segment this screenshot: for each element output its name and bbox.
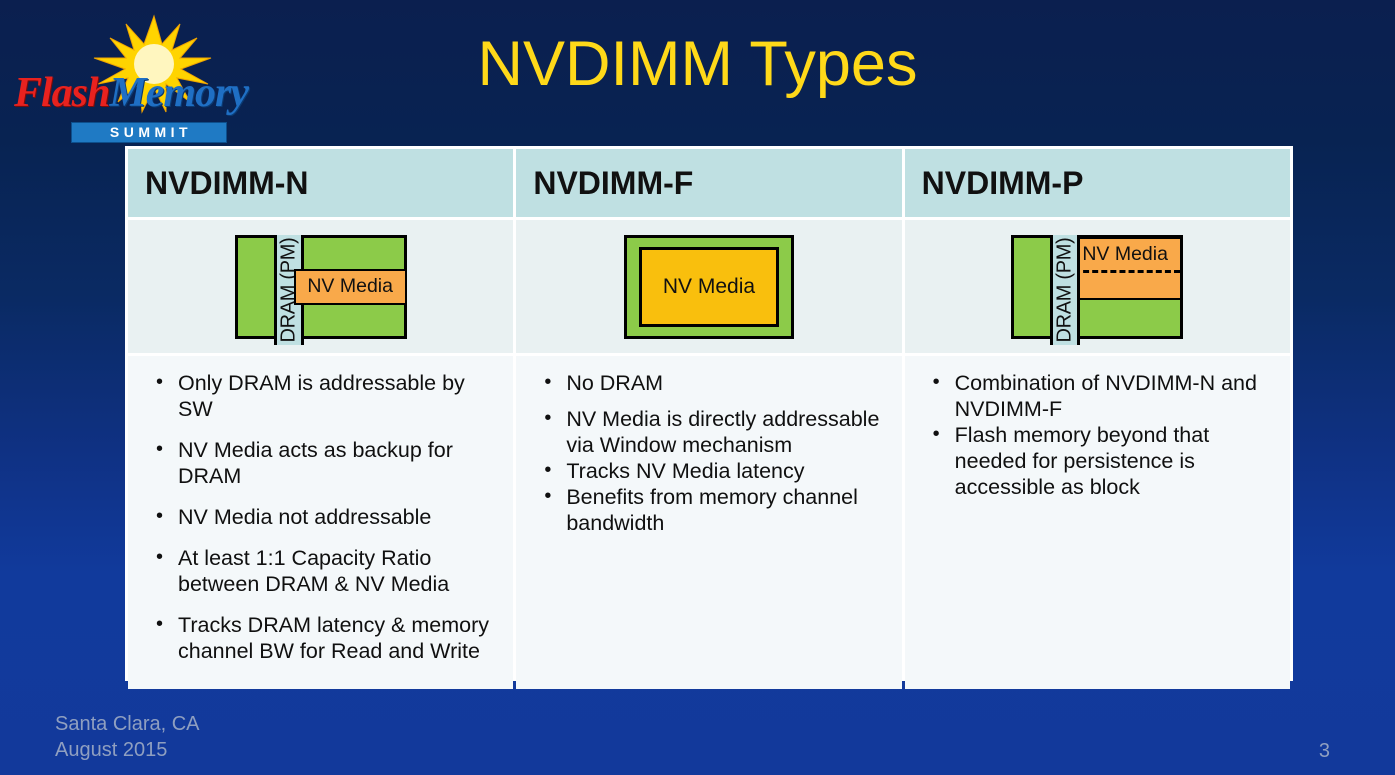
starburst-icon <box>93 14 212 114</box>
table-diagram-row: DRAM (PM) NV Media NV Media NV M <box>128 220 1290 353</box>
nvdimm-f-diagram: NV Media <box>623 234 794 339</box>
diagram-cell-nvdimm-f: NV Media <box>516 220 902 353</box>
nvdimm-n-diagram: DRAM (PM) NV Media <box>234 234 407 345</box>
footer-location-date: Santa Clara, CA August 2015 <box>55 711 200 763</box>
header-label: NVDIMM-F <box>533 164 694 201</box>
bullet-list: No DRAM NV Media is directly addressable… <box>530 369 887 536</box>
nvdimm-p-diagram: NV Media DRAM (PM) <box>1011 234 1184 345</box>
diagram-cell-nvdimm-p: NV Media DRAM (PM) <box>904 220 1290 353</box>
bullet-list: Combination of NVDIMM-N and NVDIMM-F Fla… <box>919 369 1276 500</box>
nv-media-dashed-divider <box>1074 269 1181 273</box>
dram-strip: DRAM (PM) <box>1050 234 1081 345</box>
nv-media-label: NV Media <box>1082 242 1168 265</box>
flash-memory-summit-logo: FlashMemory SUMMIT <box>14 14 282 143</box>
header-label: NVDIMM-N <box>145 164 309 201</box>
header-label: NVDIMM-P <box>921 164 1084 201</box>
table-bullets-row: Only DRAM is addressable by SW NV Media … <box>128 356 1290 689</box>
bullets-cell-nvdimm-p: Combination of NVDIMM-N and NVDIMM-F Fla… <box>904 356 1290 689</box>
list-item: Tracks DRAM latency & memory channel BW … <box>142 611 499 664</box>
diagram-cell-nvdimm-n: DRAM (PM) NV Media <box>128 220 514 353</box>
logo-summit-bar: SUMMIT <box>71 122 227 143</box>
table-header-row: NVDIMM-N NVDIMM-F NVDIMM-P <box>128 149 1290 217</box>
column-header-nvdimm-n: NVDIMM-N <box>128 149 514 217</box>
page-title: NVDIMM Types <box>477 29 918 99</box>
list-item: NV Media is directly addressable via Win… <box>530 405 887 458</box>
list-item: Flash memory beyond that needed for pers… <box>919 421 1276 500</box>
logo-word-memory: Memory <box>109 70 249 116</box>
list-item: Tracks NV Media latency <box>530 457 887 484</box>
list-item: At least 1:1 Capacity Ratio between DRAM… <box>142 544 499 597</box>
nv-media-box: NV Media <box>293 268 407 305</box>
dram-label: DRAM (PM) <box>1053 236 1076 343</box>
logo-wordmark: FlashMemory <box>14 70 282 116</box>
nv-media-box: NV Media <box>1072 236 1183 300</box>
page-number: 3 <box>1318 740 1330 762</box>
footer-date: August 2015 <box>55 739 168 761</box>
nv-media-label: NV Media <box>307 275 393 297</box>
bullets-cell-nvdimm-f: No DRAM NV Media is directly addressable… <box>516 356 902 689</box>
list-item: NV Media not addressable <box>142 503 499 530</box>
column-header-nvdimm-p: NVDIMM-P <box>904 149 1290 217</box>
footer-location: Santa Clara, CA <box>55 713 200 735</box>
column-header-nvdimm-f: NVDIMM-F <box>516 149 902 217</box>
nvdimm-types-table: NVDIMM-N NVDIMM-F NVDIMM-P DRAM (PM) NV … <box>125 146 1293 689</box>
bullets-cell-nvdimm-n: Only DRAM is addressable by SW NV Media … <box>128 356 514 689</box>
nv-media-label: NV Media <box>662 274 756 298</box>
list-item: Only DRAM is addressable by SW <box>142 369 499 422</box>
nv-media-box: NV Media <box>638 246 779 327</box>
list-item: No DRAM <box>530 369 887 396</box>
list-item: NV Media acts as backup for DRAM <box>142 436 499 489</box>
bullet-list: Only DRAM is addressable by SW NV Media … <box>142 369 499 664</box>
list-item: Benefits from memory channel bandwidth <box>530 483 887 536</box>
list-item: Combination of NVDIMM-N and NVDIMM-F <box>919 369 1276 422</box>
logo-word-summit: SUMMIT <box>109 124 193 140</box>
logo-word-flash: Flash <box>14 70 110 116</box>
